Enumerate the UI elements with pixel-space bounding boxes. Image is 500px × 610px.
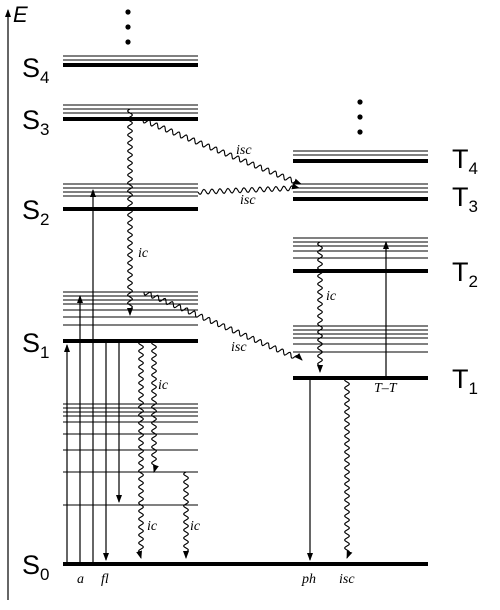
- isc-label-s1-t1: isc: [231, 340, 247, 355]
- triplet-triplet-label: T–T: [374, 381, 398, 396]
- ic-wavy-t2-t1: [316, 241, 324, 373]
- t1-label: T1: [452, 364, 478, 398]
- isc-wavy-s2-t3: [197, 183, 300, 195]
- ic-label-s0-vib: ic: [190, 519, 201, 534]
- isc-wavy-t1-s0: [343, 377, 353, 559]
- singlet-state-labels: S4 S3 S2 S1 S0: [22, 53, 49, 584]
- absorption-label: a: [77, 572, 84, 587]
- ic-label-s2-s1: ic: [138, 246, 149, 261]
- ic-label-s1-s0-upper: ic: [158, 378, 169, 393]
- isc-label-s3-t3: isc: [236, 143, 252, 158]
- s2-label: S2: [22, 195, 49, 229]
- s4-label: S4: [22, 53, 49, 87]
- fluorescence-label: fl: [101, 572, 109, 587]
- s3-label: S3: [22, 105, 49, 139]
- continuation-dots: [125, 9, 363, 135]
- phosphorescence-label: ph: [301, 572, 316, 587]
- ic-label-s1-s0-lower: ic: [147, 519, 158, 534]
- t2-label: T2: [452, 257, 478, 291]
- ic-wavy-s3-s1: [126, 108, 134, 316]
- radiative-transitions: [64, 189, 389, 564]
- triplet-levels: [293, 150, 428, 380]
- isc-label-t1-s0: isc: [339, 572, 355, 587]
- ic-wavy-s1-s0-upper: [150, 340, 159, 473]
- s0-label: S0: [22, 550, 49, 584]
- singlet-levels: [63, 55, 428, 566]
- ic-wavy-s0-vib: [182, 471, 190, 559]
- triplet-state-labels: T4 T3 T2 T1: [452, 144, 478, 398]
- isc-label-s2-t3: isc: [240, 193, 256, 208]
- isc-wavy-s3-t3: [142, 119, 302, 185]
- energy-axis: E: [5, 2, 28, 600]
- isc-wavy-s1-t1: [143, 291, 303, 361]
- nonradiative-transitions: [126, 108, 353, 559]
- t4-label: T4: [452, 144, 478, 178]
- process-labels: a fl ph isc isc isc isc ic ic ic ic ic T…: [77, 143, 398, 587]
- energy-axis-label: E: [13, 2, 28, 27]
- ic-label-t2-t1: ic: [326, 289, 337, 304]
- t3-label: T3: [452, 182, 478, 216]
- ic-wavy-s1-s0: [136, 340, 145, 559]
- s1-label: S1: [22, 328, 49, 362]
